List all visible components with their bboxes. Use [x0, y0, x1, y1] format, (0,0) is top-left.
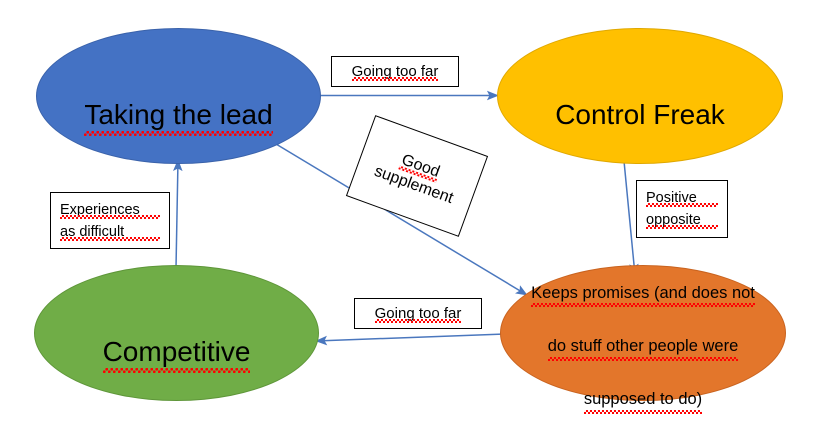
node-control-freak-label: Control Freak — [555, 99, 725, 130]
edge-label-going-too-far-top[interactable]: Going too far — [331, 56, 459, 87]
node-label: Keeps promises (and does not do stuff ot… — [521, 253, 765, 414]
edge-label-going-too-far-bottom[interactable]: Going too far — [354, 298, 482, 329]
edge-competitive-to-lead — [172, 159, 183, 269]
node-competitive-label: Competitive — [102, 333, 250, 373]
node-keeps-promises-line2: do stuff other people were — [547, 333, 738, 361]
edge-control-freak-to-keeps-promises — [623, 160, 639, 276]
node-label: Control Freak — [545, 58, 735, 133]
edge-label-text: Going too far — [374, 305, 462, 323]
node-control-freak[interactable]: Control Freak — [497, 28, 783, 164]
node-label: Taking the lead — [74, 58, 282, 136]
edge-label-line2: opposite — [646, 212, 718, 229]
node-keeps-promises-line1: Keeps promises (and does not — [531, 280, 755, 307]
edge-keeps-promises-to-competitive — [315, 333, 506, 346]
edge-label-positive-opposite[interactable]: Positive opposite — [636, 180, 728, 238]
node-taking-the-lead[interactable]: Taking the lead — [36, 28, 321, 164]
edge-label-experiences-as-difficult[interactable]: Experiences as difficult — [50, 192, 170, 249]
edge-lead-to-keeps-promises — [270, 140, 528, 296]
node-taking-the-lead-label: Taking the lead — [84, 96, 274, 136]
edge-label-text: Going too far — [351, 63, 439, 81]
edge-label-line1: Experiences — [60, 202, 160, 219]
node-competitive[interactable]: Competitive — [34, 265, 319, 401]
node-keeps-promises[interactable]: Keeps promises (and does not do stuff ot… — [500, 265, 786, 414]
edge-label-line2: as difficult — [60, 224, 160, 241]
edge-label-line1: Positive — [646, 190, 718, 207]
node-keeps-promises-line3: supposed to do) — [583, 386, 703, 414]
node-label: Competitive — [93, 295, 261, 373]
